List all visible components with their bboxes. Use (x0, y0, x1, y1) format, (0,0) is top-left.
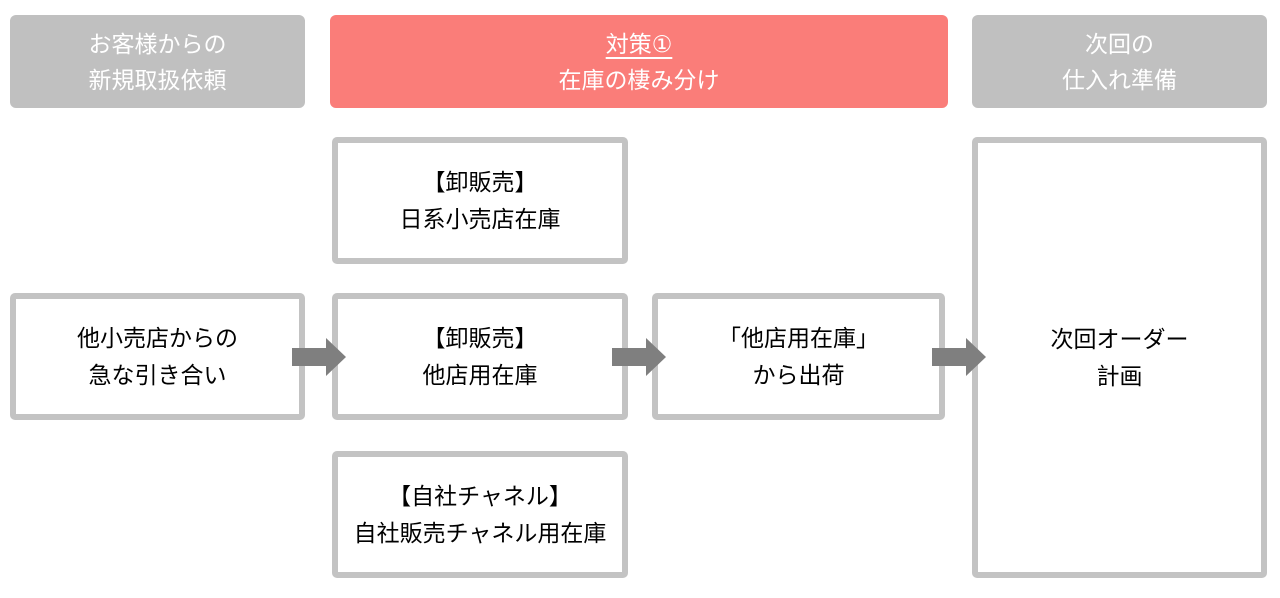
box-wholesale-japanese-retail-stock-line2: 日系小売店在庫 (399, 205, 561, 232)
box-next-order-plan-line2: 計画 (1096, 362, 1143, 389)
box-wholesale-other-store-stock-line1: 【卸販売】 (422, 324, 538, 351)
box-sudden-inquiry-line1: 他小売店からの (77, 324, 238, 351)
header-countermeasure-title: 対策① (605, 30, 673, 57)
arrow-right-icon (932, 338, 986, 376)
header-customer-request: お客様からの 新規取扱依頼 (10, 15, 305, 108)
box-ship-from-other-store-stock: 「他店用在庫」 から出荷 (652, 293, 945, 420)
header-countermeasure: 対策① 在庫の棲み分け (330, 15, 948, 108)
box-sudden-inquiry: 他小売店からの 急な引き合い (10, 293, 305, 420)
box-sudden-inquiry-line2: 急な引き合い (88, 361, 227, 388)
box-wholesale-other-store-stock-line2: 他店用在庫 (422, 361, 538, 388)
box-wholesale-other-store-stock: 【卸販売】 他店用在庫 (332, 293, 628, 420)
box-own-channel-stock: 【自社チャネル】 自社販売チャネル用在庫 (332, 451, 628, 578)
header-customer-request-line2: 新規取扱依頼 (88, 66, 227, 93)
arrow-right-icon (612, 338, 666, 376)
box-ship-from-other-store-stock-line2: から出荷 (752, 361, 845, 388)
box-next-order-plan-line1: 次回オーダー (1050, 325, 1189, 352)
box-ship-from-other-store-stock-line1: 「他店用在庫」 (718, 324, 879, 351)
header-next-purchase: 次回の 仕入れ準備 (972, 15, 1267, 108)
box-wholesale-japanese-retail-stock: 【卸販売】 日系小売店在庫 (332, 137, 628, 264)
header-next-purchase-line2: 仕入れ準備 (1062, 66, 1177, 93)
box-own-channel-stock-line1: 【自社チャネル】 (388, 482, 572, 509)
box-next-order-plan: 次回オーダー 計画 (972, 137, 1267, 578)
arrow-right-icon (292, 338, 346, 376)
header-customer-request-line1: お客様からの (88, 30, 227, 57)
box-wholesale-japanese-retail-stock-line1: 【卸販売】 (422, 168, 538, 195)
header-next-purchase-line1: 次回の (1085, 30, 1154, 57)
box-own-channel-stock-line2: 自社販売チャネル用在庫 (353, 519, 607, 546)
header-countermeasure-subtitle: 在庫の棲み分け (558, 66, 720, 93)
